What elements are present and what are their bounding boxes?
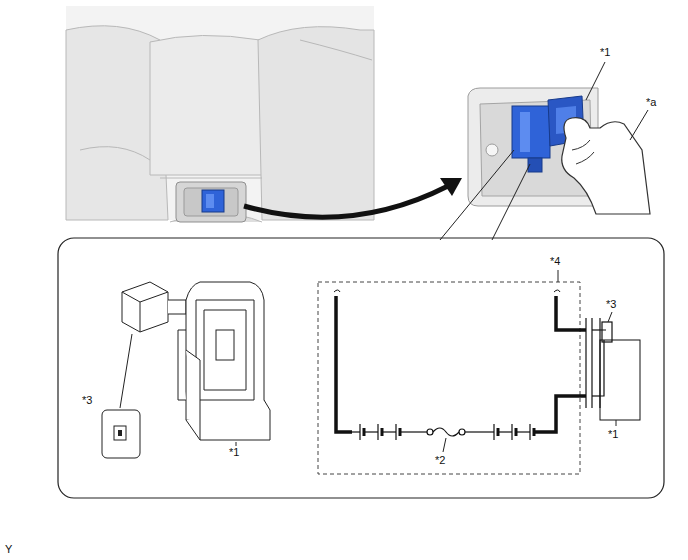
leader-line [608, 312, 612, 322]
view-arrow [244, 178, 462, 217]
leader-line [616, 420, 617, 426]
leader-line [586, 62, 605, 100]
connector-inset [102, 410, 140, 458]
leader-line [630, 110, 648, 140]
callout-number: *1 [608, 428, 618, 441]
callout-number: *1 [600, 46, 610, 59]
leader-line [236, 442, 237, 446]
callout-number: *2 [435, 454, 445, 467]
callout-number: *4 [550, 255, 560, 268]
zoom-line [492, 164, 530, 240]
battery-outline [318, 282, 580, 474]
service-hole [176, 182, 246, 222]
callout-number: *3 [606, 298, 616, 311]
leader-line [443, 438, 446, 452]
callout-number: *a [646, 96, 656, 109]
figure-code: Y [5, 543, 12, 556]
service-plug-drawing [122, 282, 270, 440]
battery-circuit [334, 290, 640, 440]
detail-panel [58, 238, 664, 498]
hand [562, 118, 650, 214]
rear-seat-illustration [66, 6, 374, 222]
callout-number: *3 [82, 394, 92, 407]
leader-line [120, 334, 132, 408]
callout-number: *1 [229, 446, 239, 459]
zoom-line [440, 150, 514, 240]
leader-line [558, 270, 559, 282]
